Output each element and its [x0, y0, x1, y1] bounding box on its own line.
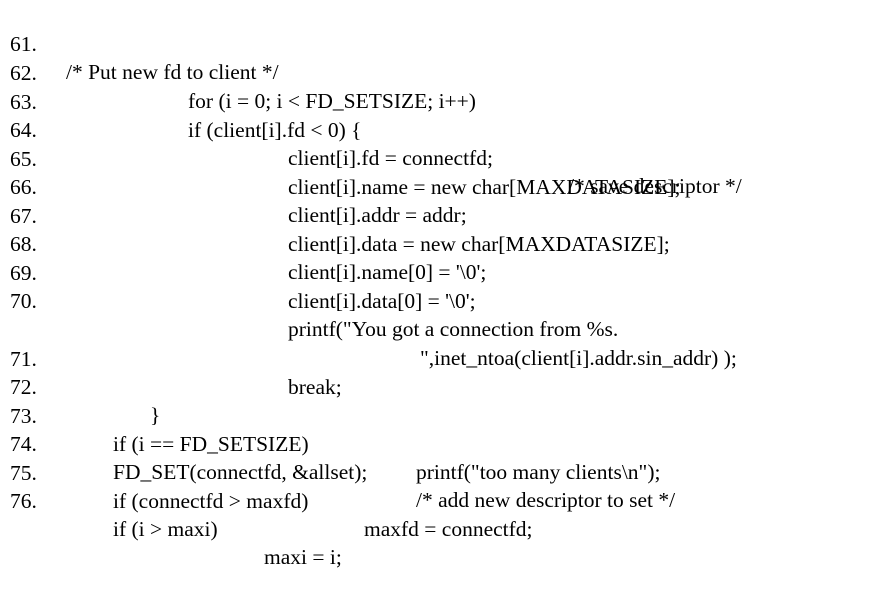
line-number: 65.	[10, 147, 37, 171]
code-text: break;	[288, 375, 342, 399]
code-line: 71. break;	[0, 317, 883, 399]
line-number: 66.	[10, 175, 37, 199]
code-text: for (i = 0; i < FD_SETSIZE; i++)	[188, 89, 476, 113]
code-text: client[i].fd = connectfd;	[288, 146, 493, 170]
code-text: if (connectfd > maxfd)	[113, 489, 309, 513]
code-line: 76. if (i > maxi) maxi = i;	[0, 459, 883, 569]
code-text: /* Put new fd to client */	[66, 60, 279, 84]
code-comment: /* save descriptor */	[568, 174, 742, 198]
line-number: 61.	[10, 32, 37, 56]
code-text: client[i].addr = addr;	[288, 203, 467, 227]
code-line: 61. /* Put new fd to client */	[0, 2, 883, 84]
line-number: 63.	[10, 90, 37, 114]
code-text: printf("too many clients\n");	[416, 460, 661, 484]
code-line: 62. for (i = 0; i < FD_SETSIZE; i++)	[0, 31, 883, 113]
code-text: }	[150, 403, 161, 427]
code-text: maxi = i;	[264, 545, 342, 569]
code-text: maxfd = connectfd;	[364, 517, 533, 541]
code-line: 63. if (client[i].fd < 0) {	[0, 60, 883, 142]
code-line: 64. client[i].fd = connectfd; /* save de…	[0, 88, 883, 198]
code-listing: 61. /* Put new fd to client */ 62. for (…	[0, 2, 883, 569]
line-number: 68.	[10, 232, 37, 256]
code-text: client[i].name = new char[MAXDATASIZE];	[288, 175, 681, 199]
code-line: 75. if (connectfd > maxfd) maxfd = conne…	[0, 431, 883, 541]
code-text: FD_SET(connectfd, &allset);	[113, 460, 368, 484]
code-text: ",inet_ntoa(client[i].addr.sin_addr) );	[420, 346, 737, 370]
line-number: 71.	[10, 347, 37, 371]
line-number: 74.	[10, 432, 37, 456]
code-text: client[i].data = new char[MAXDATASIZE];	[288, 232, 670, 256]
code-line: ",inet_ntoa(client[i].addr.sin_addr) );	[0, 288, 883, 370]
code-text: client[i].data[0] = '\0';	[288, 289, 476, 313]
code-line: 65. client[i].name = new char[MAXDATASIZ…	[0, 117, 883, 199]
code-line: 72. }	[0, 345, 883, 427]
line-number: 75.	[10, 461, 37, 485]
code-line: 68. client[i].name[0] = '\0';	[0, 202, 883, 284]
code-text: printf("You got a connection from %s.	[288, 317, 619, 341]
code-text: if (i > maxi)	[113, 517, 218, 541]
line-number: 64.	[10, 118, 37, 142]
code-line: 73. if (i == FD_SETSIZE) printf("too man…	[0, 374, 883, 484]
code-comment: /* add new descriptor to set */	[416, 488, 676, 512]
line-number: 69.	[10, 261, 37, 285]
code-text: client[i].name[0] = '\0';	[288, 260, 487, 284]
line-number: 76.	[10, 489, 37, 513]
code-text: if (i == FD_SETSIZE)	[113, 432, 309, 456]
line-number: 73.	[10, 404, 37, 428]
line-number: 72.	[10, 375, 37, 399]
code-line: 74. FD_SET(connectfd, &allset); /* add n…	[0, 402, 883, 512]
code-line: 69. client[i].data[0] = '\0';	[0, 231, 883, 313]
code-line: 67. client[i].data = new char[MAXDATASIZ…	[0, 174, 883, 256]
line-number: 67.	[10, 204, 37, 228]
code-text: if (client[i].fd < 0) {	[188, 118, 362, 142]
line-number: 62.	[10, 61, 37, 85]
line-number: 70.	[10, 289, 37, 313]
code-line: 70. printf("You got a connection from %s…	[0, 259, 883, 341]
code-line: 66. client[i].addr = addr;	[0, 145, 883, 227]
